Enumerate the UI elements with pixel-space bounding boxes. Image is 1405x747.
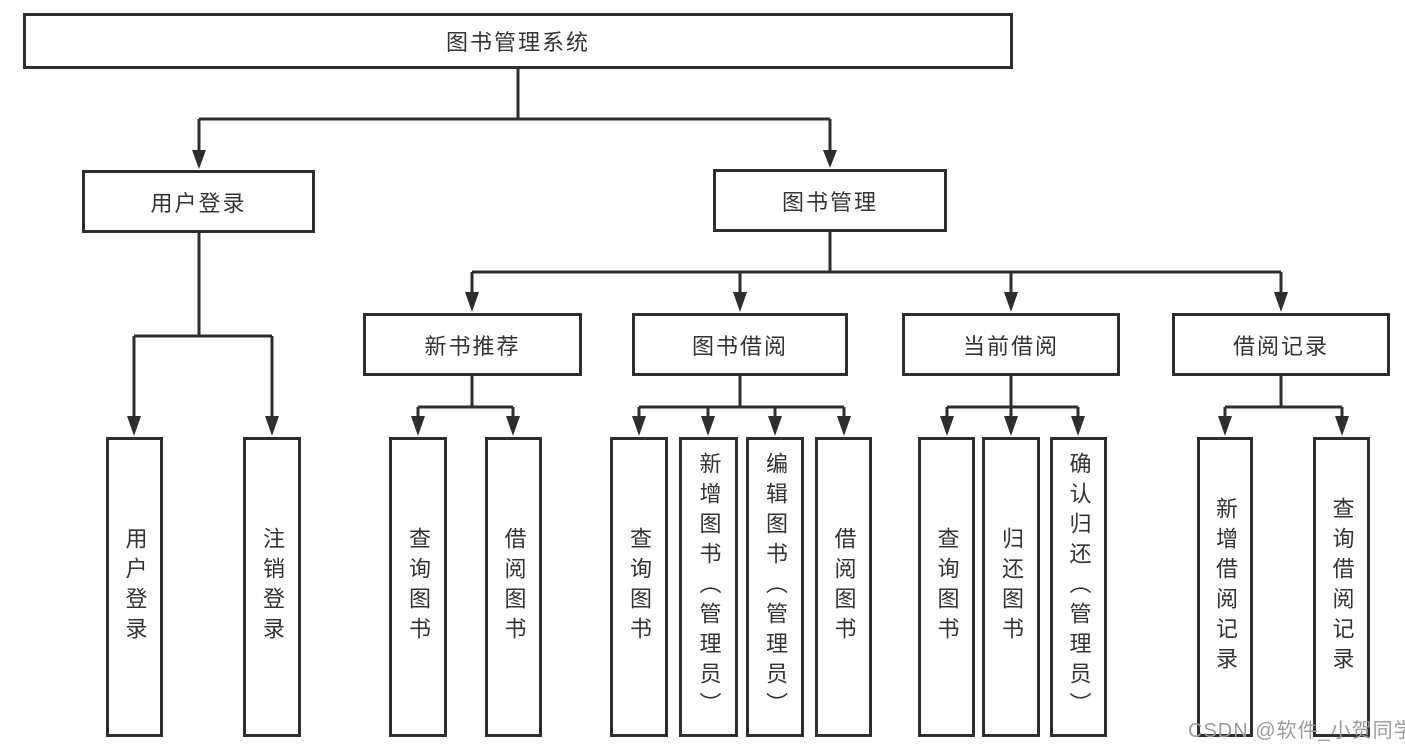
arrowhead [1071,416,1085,436]
arrowhead [632,416,646,436]
arrowhead [411,416,425,436]
arrowhead [1274,292,1288,312]
node-leaf-borrow-books-recommend: 借阅图书 [485,437,542,737]
node-borrowing-records: 借阅记录 [1172,313,1390,376]
node-leaf-query-books-current: 查询图书 [918,437,975,737]
arrowhead [465,292,479,312]
node-leaf-query-books-recommend: 查询图书 [389,437,447,737]
connector-current-borrow-to-leaves [945,376,1080,418]
node-new-book-recommendation: 新书推荐 [363,313,582,376]
connector-user-login-to-leaves [132,233,274,418]
node-leaf-add-borrow-record: 新增借阅记录 [1197,437,1253,737]
node-library-management-system: 图书管理系统 [23,13,1013,69]
node-leaf-user-login: 用户登录 [106,437,163,737]
arrowhead [940,416,954,436]
connector-book-borrow-to-leaves [637,376,846,418]
connector-borrow-records-to-leaves [1223,376,1344,418]
node-leaf-confirm-return-admin: 确认归还（管理员） [1050,437,1107,737]
connector-root-to-level2 [197,69,832,152]
node-leaf-borrow-books-borrowing: 借阅图书 [815,437,872,737]
arrowhead [192,150,206,169]
arrowhead [1004,416,1018,436]
connector-new-book-to-leaves [416,376,515,418]
node-leaf-return-books: 归还图书 [982,437,1040,737]
arrowhead [1004,292,1018,312]
arrowhead [733,292,747,312]
node-book-borrowing: 图书借阅 [632,313,848,376]
arrowhead [1218,416,1232,436]
node-leaf-query-borrow-record: 查询借阅记录 [1313,437,1370,737]
node-current-borrowing: 当前借阅 [902,313,1120,376]
csdn-watermark: CSDN @软件_小贺同学 [1188,720,1405,742]
node-book-management: 图书管理 [713,169,947,232]
node-leaf-edit-books-admin: 编辑图书（管理员） [746,437,804,737]
node-leaf-query-books-borrowing: 查询图书 [610,437,668,737]
arrowhead [823,150,837,168]
connector-book-mgmt-to-level3 [470,232,1283,294]
arrowhead [506,416,520,436]
arrowhead [127,416,141,436]
node-leaf-add-books-admin: 新增图书（管理员） [679,437,738,737]
arrowhead [265,416,279,436]
arrowhead [1335,416,1349,436]
node-leaf-logout: 注销登录 [243,437,301,737]
arrowhead [768,416,782,436]
node-user-login: 用户登录 [82,170,315,233]
arrowhead [701,416,715,436]
arrowhead [837,416,851,436]
